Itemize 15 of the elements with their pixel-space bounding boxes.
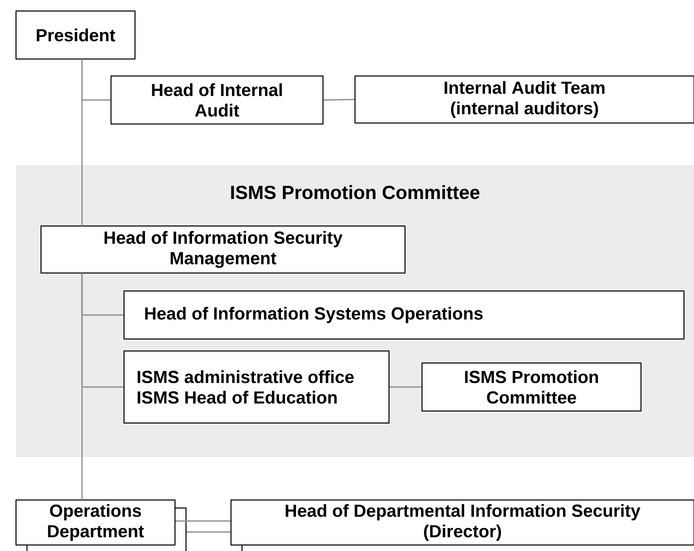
org-box: Internal Audit Team (internal auditors): [354, 76, 694, 124]
org-box: Head of Information Security Management: [40, 225, 406, 274]
connector-line: [186, 531, 230, 533]
org-box: ISMS Promotion Committee: [422, 362, 642, 412]
connector-line: [81, 59, 83, 226]
org-box: Head of Internal Audit: [110, 76, 324, 124]
org-box: Head of Information Systems Operations: [124, 290, 684, 340]
org-box: President: [16, 10, 136, 60]
org-box: Operations Department: [16, 499, 176, 546]
connector-line: [324, 98, 355, 101]
org-box: Head of Departmental Information Security (Director): [230, 499, 694, 546]
org-box: ISMS administrative office ISMS Head of Education: [124, 350, 390, 424]
connector-line: [81, 273, 83, 500]
connector-line: [176, 520, 230, 522]
connector-line: [390, 386, 422, 388]
